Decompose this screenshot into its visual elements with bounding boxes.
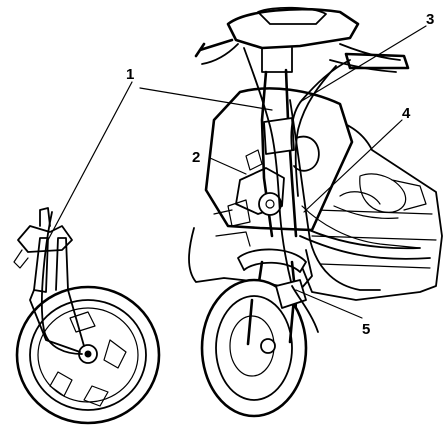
scooter-rear-hoses xyxy=(333,191,399,219)
scooter-front-hub xyxy=(260,338,276,354)
scooter-leg-shield xyxy=(204,87,354,232)
scooter-main-view xyxy=(188,6,443,418)
detail-fork-stem xyxy=(39,207,51,227)
scooter-throttle-cable xyxy=(290,59,351,151)
scooter-floorboard xyxy=(311,209,437,269)
callout-5: 5 xyxy=(362,321,370,338)
scooter-electric-box xyxy=(263,117,295,155)
scooter-brake-cable-lower xyxy=(291,285,319,333)
detail-wheel-window-4 xyxy=(83,385,109,407)
leader-line-5 xyxy=(295,289,363,319)
detail-fork-lower xyxy=(29,289,81,353)
scooter-left-grip xyxy=(194,38,234,58)
detail-fork-bracket xyxy=(17,225,73,253)
callout-leader-lines xyxy=(47,25,427,319)
leader-line-1b xyxy=(139,87,273,111)
detail-fork-right xyxy=(55,237,85,347)
scooter-right-brake-lever xyxy=(329,43,401,73)
scooter-front-tire xyxy=(200,278,308,418)
detail-axle xyxy=(84,350,92,358)
leader-line-3 xyxy=(299,25,427,103)
scooter-front-fender xyxy=(237,248,307,273)
leader-line-2 xyxy=(209,157,247,175)
leader-line-1a xyxy=(47,81,133,241)
scooter-horn xyxy=(258,192,282,216)
scooter-wire-harness xyxy=(301,205,421,249)
scooter-fork-lower-legs xyxy=(246,296,296,346)
detail-tire-outer xyxy=(15,285,161,425)
scooter-rear-brake-cable xyxy=(289,99,381,291)
scooter-brake-cable-right xyxy=(294,65,337,197)
detail-tire-inner xyxy=(29,299,147,411)
detail-wheel-window-1 xyxy=(69,311,96,333)
detail-cable-clip xyxy=(13,249,29,269)
scooter-left-brake-lever xyxy=(201,43,239,65)
leader-line-4 xyxy=(303,119,403,213)
detail-wheel-window-3 xyxy=(49,371,73,397)
callout-2: 2 xyxy=(192,149,200,166)
front-wheel-detail-view xyxy=(13,207,161,425)
scooter-brake-caliper xyxy=(275,279,307,309)
scooter-small-parts xyxy=(213,149,263,247)
detail-speedometer-cable xyxy=(40,211,83,355)
scooter-handlebar-clamp xyxy=(261,47,293,73)
callout-1: 1 xyxy=(126,66,134,83)
scooter-front-brake-cable xyxy=(243,47,293,287)
scooter-horn-bracket xyxy=(235,167,285,215)
detail-wheel-window-2 xyxy=(103,339,127,369)
scooter-front-rim xyxy=(215,295,293,401)
scooter-headlight-lens xyxy=(257,6,327,25)
scooter-horn-center xyxy=(265,199,275,209)
callout-4: 4 xyxy=(402,105,411,122)
callout-labels: 1 2 3 4 5 xyxy=(126,11,434,338)
scooter-frame-tube xyxy=(299,225,431,260)
scooter-handlebar-cover xyxy=(226,8,360,50)
scooter-engine-detail xyxy=(359,173,427,213)
callout-3: 3 xyxy=(426,11,434,28)
